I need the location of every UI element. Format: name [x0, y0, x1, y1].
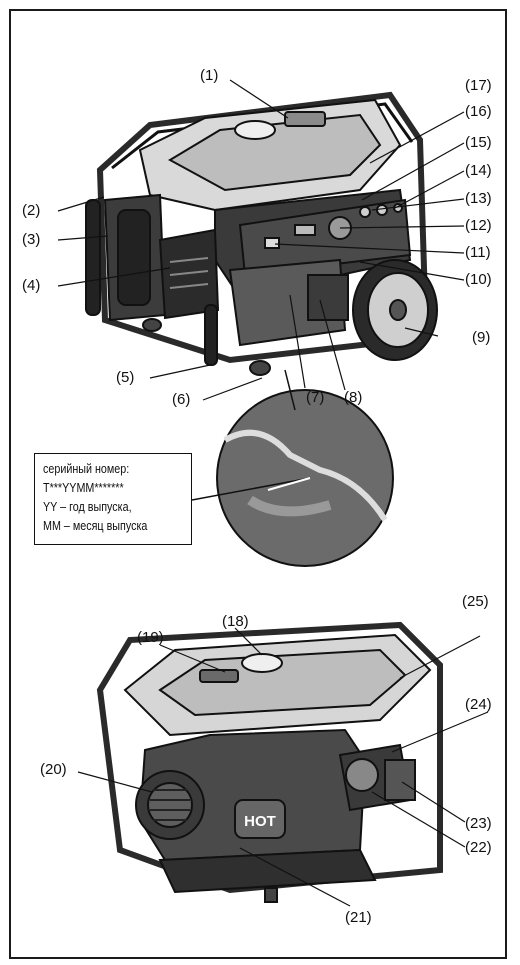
generator-bottom-illustration: HOT — [96, 621, 443, 903]
serial-number-label-box: серийный номер: T***YYMM******* YY – год… — [34, 453, 192, 545]
callout-9: (9) — [472, 329, 490, 346]
callout-19: (19) — [137, 629, 164, 646]
fuel-gauge-icon — [284, 111, 326, 127]
callout-7: (7) — [306, 389, 324, 406]
callout-25: (25) — [462, 593, 489, 610]
hot-warning-label: HOT — [244, 813, 276, 830]
callout-21: (21) — [345, 909, 372, 926]
callout-18: (18) — [222, 613, 249, 630]
callout-11: (11) — [465, 244, 491, 261]
leader-lines-top — [57, 79, 465, 401]
callout-14: (14) — [465, 162, 492, 179]
callout-6: (6) — [172, 391, 190, 408]
callout-2: (2) — [22, 202, 40, 219]
serial-line-1: серийный номер: — [43, 462, 130, 476]
callout-labels: (1) (2) (3) (4) (5) (6) (7) (8) (9) (10)… — [22, 67, 492, 926]
leader-lines-bottom — [77, 627, 489, 907]
callout-4: (4) — [22, 277, 40, 294]
callout-23: (23) — [465, 815, 492, 832]
serial-line-4: MM – месяц выпуска — [43, 519, 148, 533]
callout-10: (10) — [465, 271, 492, 288]
callout-17: (17) — [465, 77, 492, 94]
serial-line-2: T***YYMM******* — [43, 481, 124, 495]
callout-13: (13) — [465, 190, 492, 207]
fuel-cap-icon — [234, 120, 276, 140]
callout-20: (20) — [40, 761, 67, 778]
page-border — [9, 9, 507, 959]
callout-8: (8) — [344, 389, 362, 406]
callout-22: (22) — [465, 839, 492, 856]
callout-1: (1) — [200, 67, 218, 84]
callout-12: (12) — [465, 217, 492, 234]
callout-24: (24) — [465, 696, 492, 713]
serial-zoom-circle — [216, 389, 394, 567]
callout-16: (16) — [465, 103, 492, 120]
generator-top-illustration — [85, 91, 438, 376]
callout-5: (5) — [116, 369, 134, 386]
fuel-cap-rear-icon — [241, 653, 283, 673]
serial-line-3: YY – год выпуска, — [43, 500, 132, 514]
callout-3: (3) — [22, 231, 40, 248]
callout-15: (15) — [465, 134, 492, 151]
